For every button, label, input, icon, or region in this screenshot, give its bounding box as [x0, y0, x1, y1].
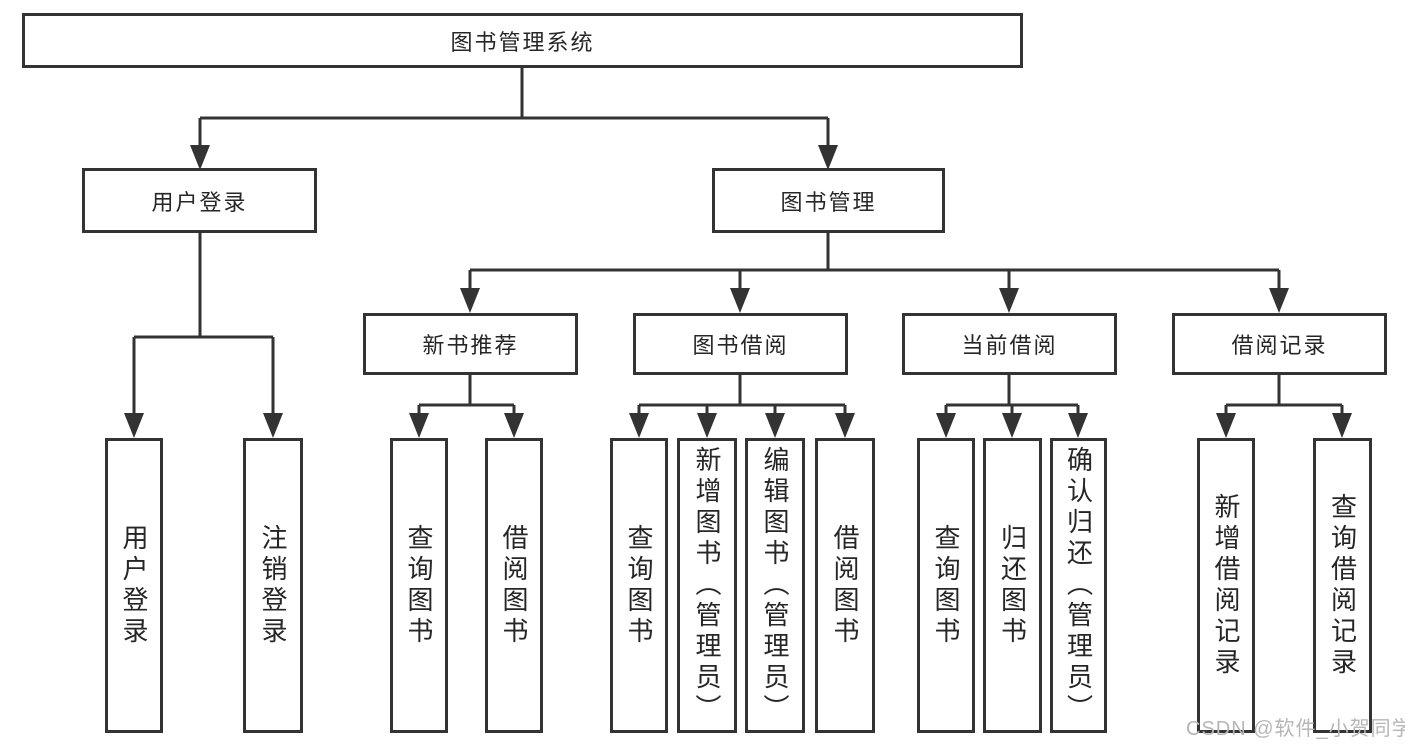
- node-book-borrowing: 图书借阅: [633, 313, 848, 375]
- leaf-add-borrow-record-label: 新增借阅记录: [1211, 492, 1241, 679]
- leaf-query-books-recommend-label: 查询图书: [404, 523, 434, 648]
- leaf-logout-label: 注销登录: [258, 523, 288, 648]
- leaf-add-borrow-record: 新增借阅记录: [1197, 438, 1255, 733]
- node-book-management-label: 图书管理: [780, 189, 877, 215]
- node-borrowing-records-label: 借阅记录: [1231, 333, 1328, 358]
- node-book-management: 图书管理: [712, 168, 945, 233]
- node-user-login-label: 用户登录: [151, 189, 248, 215]
- leaf-query-books-current: 查询图书: [917, 438, 975, 733]
- leaf-query-books-recommend: 查询图书: [390, 438, 448, 733]
- leaf-query-books-current-label: 查询图书: [931, 523, 961, 648]
- leaf-query-books-borrowing: 查询图书: [610, 438, 668, 733]
- leaf-query-books-borrowing-label: 查询图书: [624, 523, 654, 648]
- arrowheads: [124, 145, 1352, 438]
- leaf-edit-books-admin-label: 编辑图书（管理员）: [760, 446, 790, 725]
- leaf-user-login-label: 用户登录: [119, 523, 149, 648]
- leaf-borrow-books-recommend-label: 借阅图书: [499, 523, 529, 648]
- node-user-login: 用户登录: [82, 168, 317, 233]
- connector-paths: [132, 68, 1344, 414]
- node-new-book-recommend-label: 新书推荐: [422, 333, 519, 358]
- leaf-return-books: 归还图书: [983, 438, 1042, 733]
- leaf-query-borrow-record: 查询借阅记录: [1313, 438, 1372, 733]
- leaf-borrow-books-recommend: 借阅图书: [485, 438, 543, 733]
- leaf-confirm-return-admin-label: 确认归还（管理员）: [1063, 446, 1094, 725]
- node-book-borrowing-label: 图书借阅: [692, 333, 789, 358]
- leaf-confirm-return-admin: 确认归还（管理员）: [1050, 438, 1107, 733]
- node-new-book-recommend: 新书推荐: [363, 313, 578, 375]
- leaf-edit-books-admin: 编辑图书（管理员）: [745, 438, 805, 733]
- leaf-borrow-books-borrowing-label: 借阅图书: [830, 523, 860, 648]
- leaf-user-login: 用户登录: [105, 438, 163, 733]
- node-current-borrowing: 当前借阅: [902, 313, 1117, 375]
- leaf-borrow-books-borrowing: 借阅图书: [815, 438, 875, 733]
- node-current-borrowing-label: 当前借阅: [961, 333, 1058, 358]
- leaf-logout: 注销登录: [243, 438, 303, 733]
- leaf-return-books-label: 归还图书: [997, 523, 1028, 648]
- csdn-watermark: CSDN @软件_小贺同学: [1186, 718, 1405, 740]
- leaf-add-books-admin: 新增图书（管理员）: [677, 438, 737, 733]
- leaf-query-borrow-record-label: 查询借阅记录: [1327, 492, 1358, 679]
- leaf-add-books-admin-label: 新增图书（管理员）: [692, 446, 722, 725]
- node-borrowing-records: 借阅记录: [1172, 313, 1387, 375]
- node-root-label: 图书管理系统: [450, 29, 595, 55]
- node-root: 图书管理系统: [22, 13, 1023, 68]
